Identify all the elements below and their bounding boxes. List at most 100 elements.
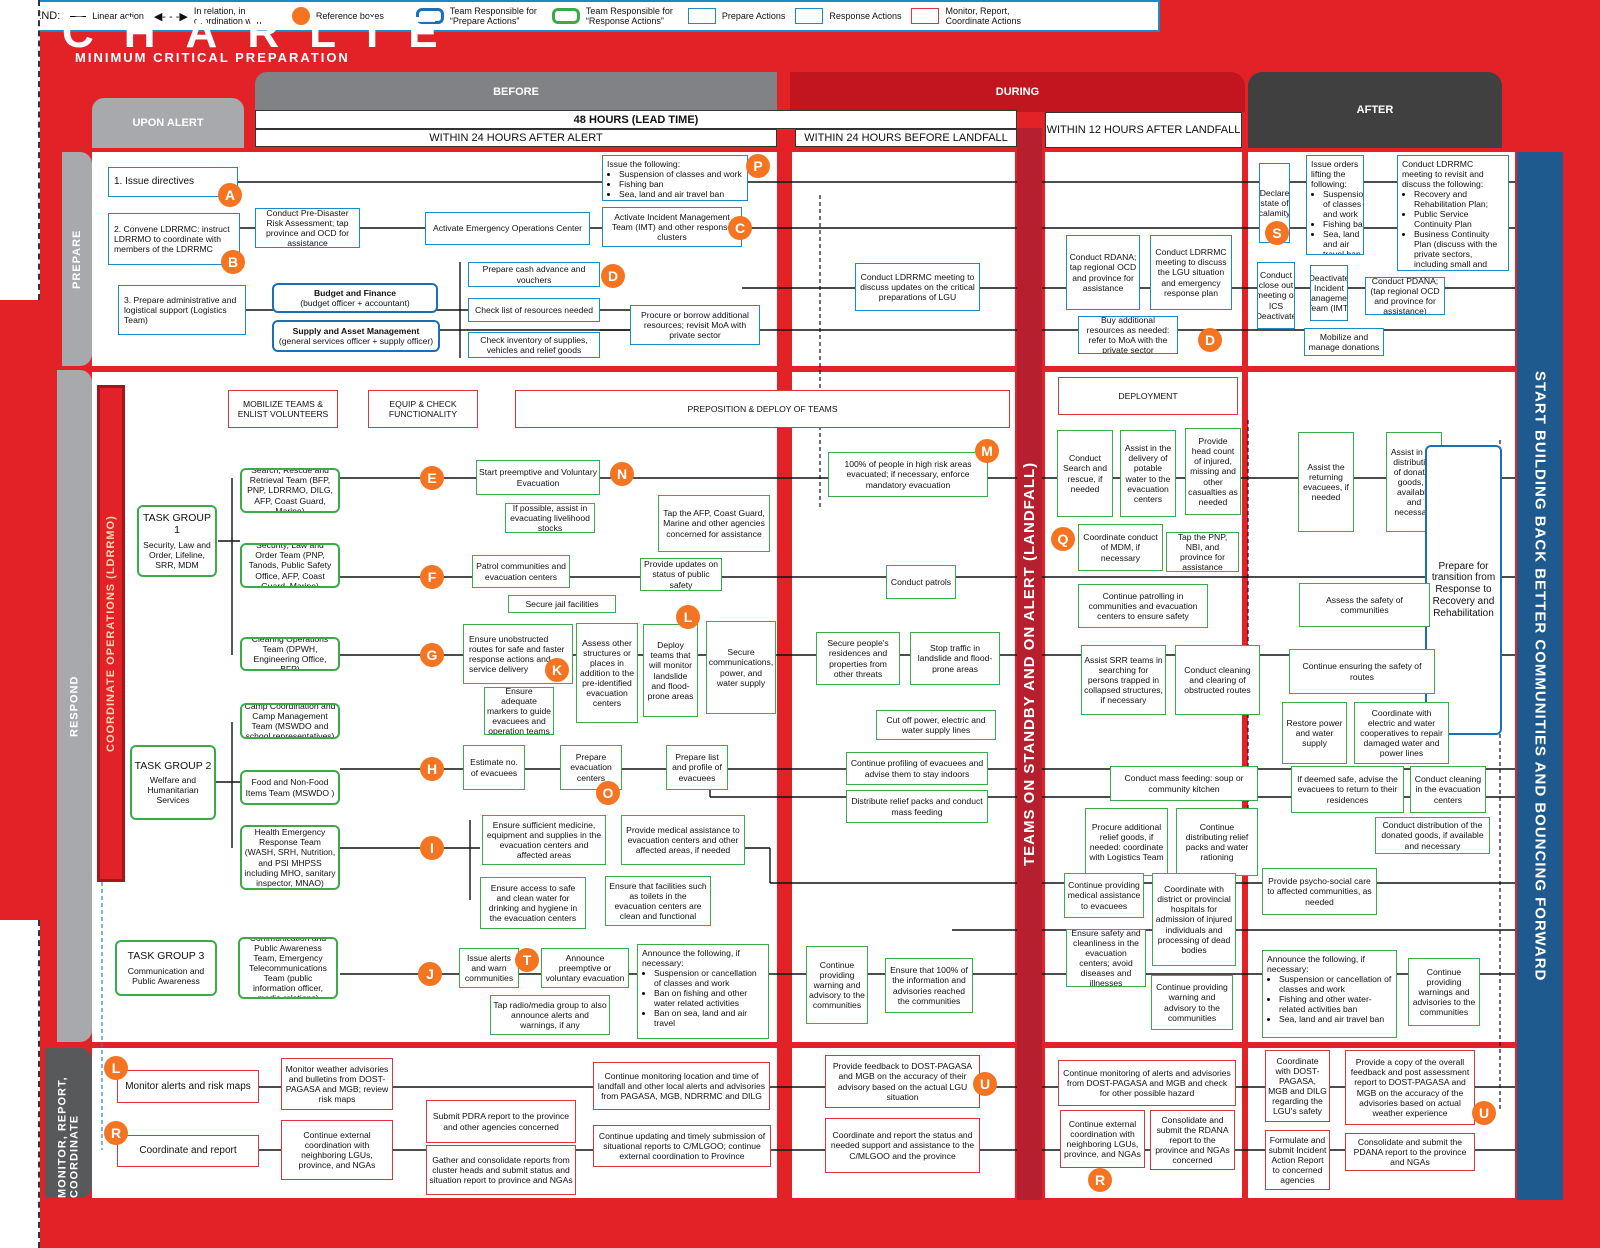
response-action-box: Continue distributing relief packs and w… (1176, 808, 1258, 876)
reference-marker-r2: R (1088, 1168, 1112, 1192)
prepare-action-box: Conduct Pre-Disaster Risk Assessment; ta… (255, 208, 360, 248)
reference-marker-h: H (420, 757, 444, 781)
response-action-box: Prepare for transition from Response to … (1425, 445, 1502, 735)
reference-marker-j: J (418, 962, 442, 986)
response-action-box: Coordinate with electric and water coope… (1354, 702, 1449, 764)
team-members: Security, Law and Order, Lifeline, SRR, … (143, 539, 211, 570)
monitor-action-box: Gather and consolidate reports from clus… (426, 1145, 576, 1195)
response-action-box: Assist in the delivery of potable water … (1120, 430, 1176, 517)
team-box: Camp Coordination and Camp Management Te… (240, 703, 340, 739)
list-item: Suspension or cancellation of classes an… (1279, 974, 1392, 994)
legend-relation: In relation, in coordination with (193, 6, 262, 26)
response-action-box: Conduct cleaning in the evacuation cente… (1410, 766, 1486, 813)
response-action-box: Continue providing warnings and advisori… (1408, 958, 1480, 1026)
list-item: Ban on fishing and other water related a… (654, 988, 764, 1008)
response-action-box: Ensure sufficient medicine, equipment an… (482, 815, 606, 865)
response-action-box: Estimate no. of evacuees (463, 745, 525, 790)
team-title: Supply and Asset Management (292, 325, 420, 336)
legend-reference: Reference boxes (315, 11, 384, 21)
response-action-box: Coordinate with district or provincial h… (1152, 873, 1236, 966)
monitor-action-box: Continue external coordination with neig… (1060, 1110, 1145, 1168)
linear-line-icon (70, 15, 87, 17)
monitor-action-box: Provide a copy of the overall feedback a… (1345, 1050, 1475, 1125)
response-action-box: Provide medical assistance to evacuation… (621, 815, 745, 865)
response-action-box: Procure additional relief goods, if need… (1085, 808, 1168, 876)
response-action-box: Continue ensuring the safety of routes (1289, 649, 1435, 694)
response-action-box: Prepare list and profile of evacuees (666, 745, 728, 790)
monitor-action-box: Continue monitoring location and time of… (593, 1062, 770, 1110)
team-title: TASK GROUP 2 (134, 759, 212, 772)
monitor-action-box: Continue external coordination with neig… (281, 1120, 393, 1180)
response-action-box: Assist SRR teams in searching for person… (1081, 645, 1166, 715)
reference-marker-o: O (596, 781, 620, 805)
within-24-before-landfall: WITHIN 24 HOURS BEFORE LANDFALL (795, 129, 1017, 147)
reference-marker-r: R (104, 1121, 128, 1145)
legend: LEGEND: Linear action ◀- - -▶In relation… (0, 0, 1160, 32)
prepare-action-box: Check list of resources needed (468, 298, 600, 322)
response-action-box: Continue providing medical assistance to… (1064, 873, 1144, 918)
prepare-action-box: Check inventory of supplies, vehicles an… (468, 332, 600, 358)
reference-marker-c: C (728, 216, 752, 240)
reference-marker-q: Q (1051, 527, 1075, 551)
prepare-action-box: Conduct RDANA; tap regional OCD and prov… (1066, 235, 1140, 310)
response-action-box: Ensure unobstructed routes for safe and … (463, 624, 573, 684)
prepare-action-box: Conduct LDRRMC meeting to discuss the LG… (1150, 235, 1232, 310)
response-action-box: Issue alerts and warn communities (459, 948, 519, 988)
response-action-box: Provide psycho-social care to affected c… (1262, 868, 1377, 915)
action-list-box: Announce the following, if necessary:Sus… (637, 944, 769, 1039)
reference-marker-e: E (420, 466, 444, 490)
reference-marker-u: U (973, 1072, 997, 1096)
list-item: Fishing ban (619, 179, 742, 189)
standby-band: TEAMS ON STANDBY AND ON ALERT (LANDFALL) (1017, 128, 1042, 1200)
response-action-box: Ensure safety and cleanliness in the eva… (1066, 929, 1146, 987)
prepare-action-box: Deactivate Incident Management Team (IMT… (1310, 265, 1348, 321)
response-action-box: If deemed safe, advise the evacuees to r… (1291, 766, 1404, 813)
coordination-action-box: DEPLOYMENT (1058, 377, 1238, 415)
within-12-after-landfall: WITHIN 12 HOURS AFTER LANDFALL (1045, 112, 1242, 148)
list-title: Issue the following: (607, 159, 681, 169)
team-members: (general services officer + supply offic… (278, 336, 434, 346)
prepare-action-box: Conduct LDRRMC meeting to discuss update… (855, 263, 980, 311)
response-action-box: Announce preemptive or voluntary evacuat… (541, 948, 629, 988)
response-action-box: Ensure access to safe and clean water fo… (480, 877, 586, 929)
response-action-box: Assess the safety of communities (1299, 583, 1430, 627)
team-box: Search, Rescue and Retrieval Team (BFP, … (240, 468, 340, 513)
reference-marker-l: L (676, 605, 700, 629)
response-action-box: Assess other structures or places in add… (576, 623, 638, 723)
diagram-title: CHARLIE (62, 8, 468, 57)
orange-circle-icon (291, 7, 310, 25)
legend-prepare: Prepare Actions (721, 11, 786, 21)
monitor-action-box: Monitor weather advisories and bulletins… (281, 1058, 393, 1110)
page-margin (0, 920, 40, 1248)
phase-after: AFTER (1248, 72, 1502, 148)
response-action-box: Conduct Search and rescue, if needed (1057, 430, 1113, 517)
reference-marker-l2: L (104, 1056, 128, 1080)
coordinate-operations-bar: COORDINATE OPERATIONS (LDRRMO) (97, 385, 125, 882)
team-box: Clearing Operations Team (DPWH, Engineer… (240, 637, 340, 671)
response-action-box: Secure jail facilities (508, 595, 616, 613)
monitor-action-box: Monitor alerts and risk maps (117, 1070, 259, 1103)
list-item: Sea, land and air travel ban (1323, 229, 1363, 254)
response-action-box: Conduct patrols (886, 565, 956, 599)
monitor-action-box: Coordinate with DOST-PAGASA, MGB and DIL… (1265, 1050, 1330, 1122)
response-action-box: Provide head count of injured, missing a… (1185, 428, 1241, 515)
monitor-action-box: Submit PDRA report to the province and o… (426, 1100, 576, 1143)
action-list-box: Issue orders lifting the following:Suspe… (1306, 155, 1364, 255)
dashed-arrow-icon: ◀- - -▶ (153, 10, 188, 23)
list-item: Recovery and Rehabilitation Plan; (1414, 189, 1504, 209)
list-item: Sea, land and air travel ban (1279, 1014, 1392, 1024)
reference-marker-t: T (515, 948, 539, 972)
list-item: Public Service Continuity Plan (1414, 209, 1504, 229)
reference-marker-s: S (1265, 221, 1289, 245)
prepare-action-box: 2. Convene LDRRMC: instruct LDRRMO to co… (108, 213, 240, 265)
list-title: Announce the following, if necessary: (642, 948, 740, 969)
list-item: Suspension or cancellation of classes an… (654, 968, 764, 988)
response-action-box: Continue profiling of evacuees and advis… (846, 752, 988, 785)
reference-marker-i: I (420, 836, 444, 860)
phase-upon-alert: UPON ALERT (92, 98, 244, 148)
response-action-box: Continue patrolling in communities and e… (1078, 584, 1208, 628)
list-item: Ban on sea, land and air travel (654, 1008, 764, 1028)
